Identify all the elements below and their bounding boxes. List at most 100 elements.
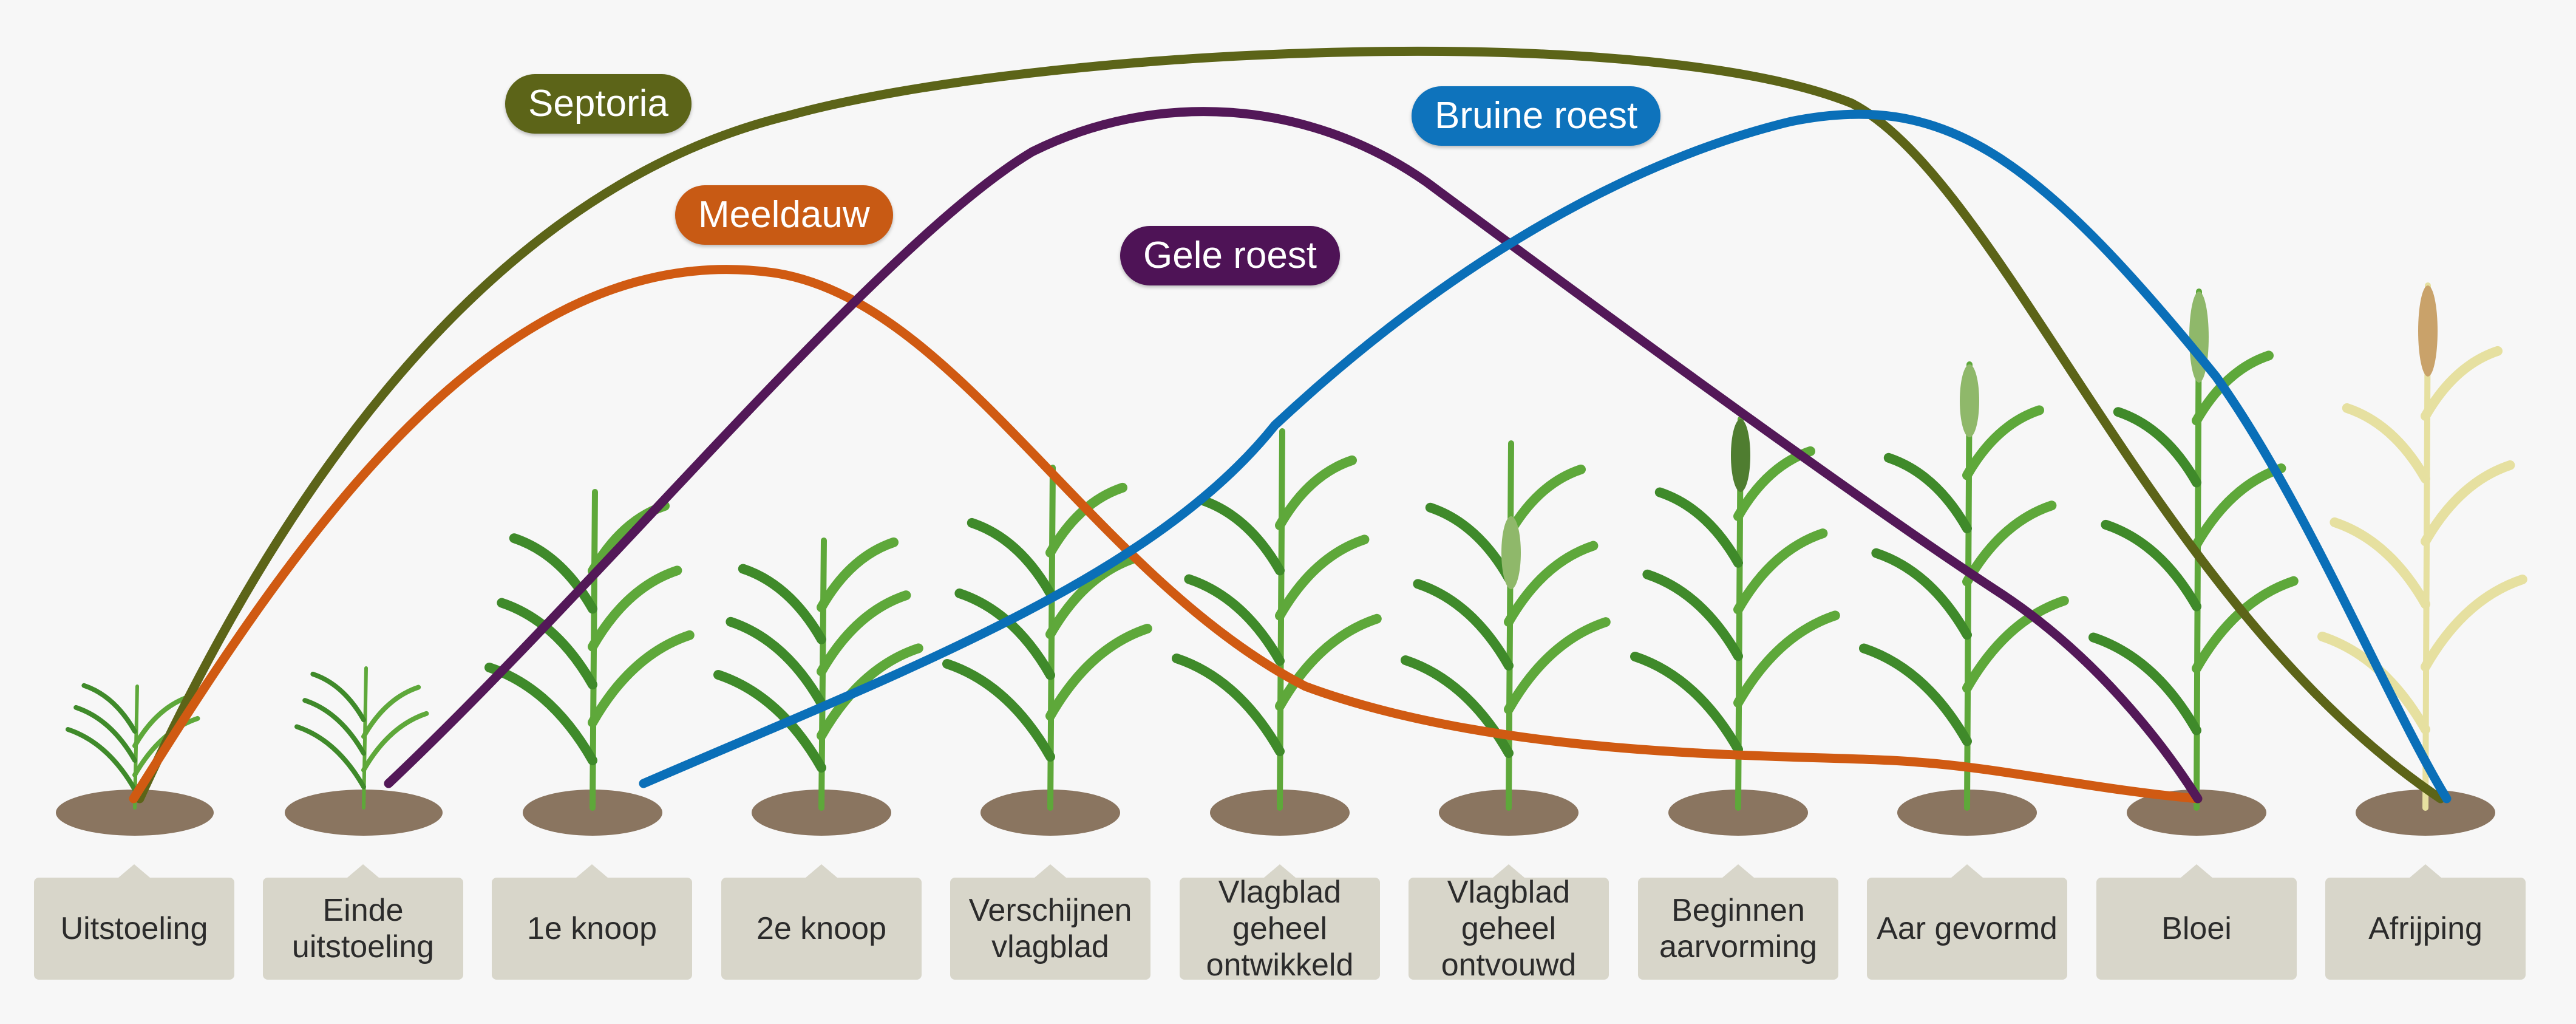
soil-mound [1210,790,1350,836]
stage-label-einde-uitstoeling: Einde uitstoeling [263,864,463,980]
stage-label-1e-knoop: 1e knoop [492,864,692,980]
stage-label-text: Afrijping [2368,911,2483,946]
stage-label-uitstoeling: Uitstoeling [34,864,234,980]
plant-illustration [1630,416,1840,836]
plant-illustration [942,465,1152,836]
plant-leaf [1871,548,1972,640]
stage-label-vlagblad-ontwikkeld: Vlagblad geheel ontwikkeld [1180,864,1380,983]
plant-ear [1501,516,1521,589]
stage-label-text: Aar gevormd [1877,911,2058,946]
plant-leaf [817,590,911,677]
plant-leaf [1275,455,1357,530]
plant-leaf [588,630,695,728]
plant-leaf [302,698,366,756]
stage-label-text: 1e knoop [527,911,657,946]
plant-illustration [2088,288,2299,836]
plant-leaf [1504,617,1611,714]
stage-label-aar-gevormd: Aar gevormd [1867,864,2067,980]
bruine-roest-curve [639,109,2452,804]
plant-leaf [967,517,1055,599]
plant-leaf [942,659,1055,762]
meeldauw-legend-label: Meeldauw [675,185,893,245]
plant-leaf [509,533,597,614]
plant-leaf [1504,541,1599,627]
plant-illustration [484,489,695,836]
stage-label-text: Verschijnen vlagblad [968,893,1132,964]
soil-mound [2356,790,2495,836]
plant-illustration [1172,428,1382,836]
soil-mound [285,790,443,836]
gele-roest-legend-label: Gele roest [1120,226,1341,285]
plant-leaf [1630,652,1743,754]
plant-leaf [588,565,682,652]
plant-leaf [2113,407,2201,488]
plant-leaf [2421,574,2527,672]
plant-leaf [497,598,597,690]
stage-label-2e-knoop: 2e knoop [721,864,922,980]
plant-leaf [2421,346,2503,421]
plant-leaf [1045,623,1152,721]
soil-mound [523,790,662,836]
stage-label-bloei: Bloei [2096,864,2297,980]
plant-leaf [2330,517,2430,609]
plant-leaf [1045,553,1140,640]
plant-leaf [2342,403,2430,484]
plant-leaf [1401,655,1514,758]
plant-illustration [1401,440,1611,836]
soil-mound [752,790,891,836]
plant-leaf [817,643,923,741]
plant-illustration [713,537,923,836]
plant-leaf [1172,654,1285,756]
plant-leaf [2421,460,2515,547]
stage-label-text: Einde uitstoeling [291,893,435,964]
plant-leaf [1962,596,2069,693]
plant-leaf [738,564,826,644]
plant-leaf [1859,643,1972,746]
stage-label-text: Vlagblad geheel ontvouwd [1441,875,1577,983]
plant-leaf [1733,528,1828,615]
plant-illustration [1859,361,2069,836]
plant-leaf [1045,482,1127,558]
stage-label-text: Beginnen aarvorming [1659,893,1818,964]
plant-illustration [56,683,214,836]
plant-leaf [1962,500,2057,587]
plant-leaf [484,663,597,765]
bruine-roest-legend-label: Bruine roest [1412,86,1661,146]
plant-leaf [1413,579,1514,671]
plant-leaf [1883,452,1972,534]
plant-leaf [294,724,366,790]
meeldauw-curve [129,265,2203,804]
plant-ear [2418,285,2438,377]
stage-label-text: Vlagblad geheel ontwikkeld [1206,875,1354,983]
stage-label-verschijnen-vlagblad: Verschijnen vlagblad [950,864,1150,980]
plant-leaf [1733,610,1840,708]
plant-leaf [1196,495,1285,576]
plant-leaf [1184,574,1285,666]
soil-mound [2127,790,2266,836]
plant-leaf [2101,519,2201,612]
plant-illustration [2317,282,2527,836]
stage-label-vlagblad-ontvouwd: Vlagblad geheel ontvouwd [1409,864,1609,983]
soil-mound [1897,790,2037,836]
plant-leaf [1275,613,1382,711]
plant-leaf [1425,502,1514,583]
stage-label-text: Bloei [2161,911,2232,946]
soil-mound [1668,790,1808,836]
stage-label-afrijping: Afrijping [2325,864,2526,980]
soil-mound [1439,790,1579,836]
soil-mound [980,790,1120,836]
plant-leaf [2088,632,2201,736]
plant-leaf [1962,405,2044,480]
plant-leaf [132,694,192,748]
plant-ear [1731,419,1750,492]
septoria-curve [135,46,2445,804]
stage-label-text: 2e knoop [756,911,886,946]
soil-mound [56,790,214,836]
plant-leaf [81,683,137,734]
plant-leaf [310,671,366,723]
plant-leaf [1642,569,1743,661]
plant-leaf [361,684,421,739]
plant-leaf [73,705,137,763]
